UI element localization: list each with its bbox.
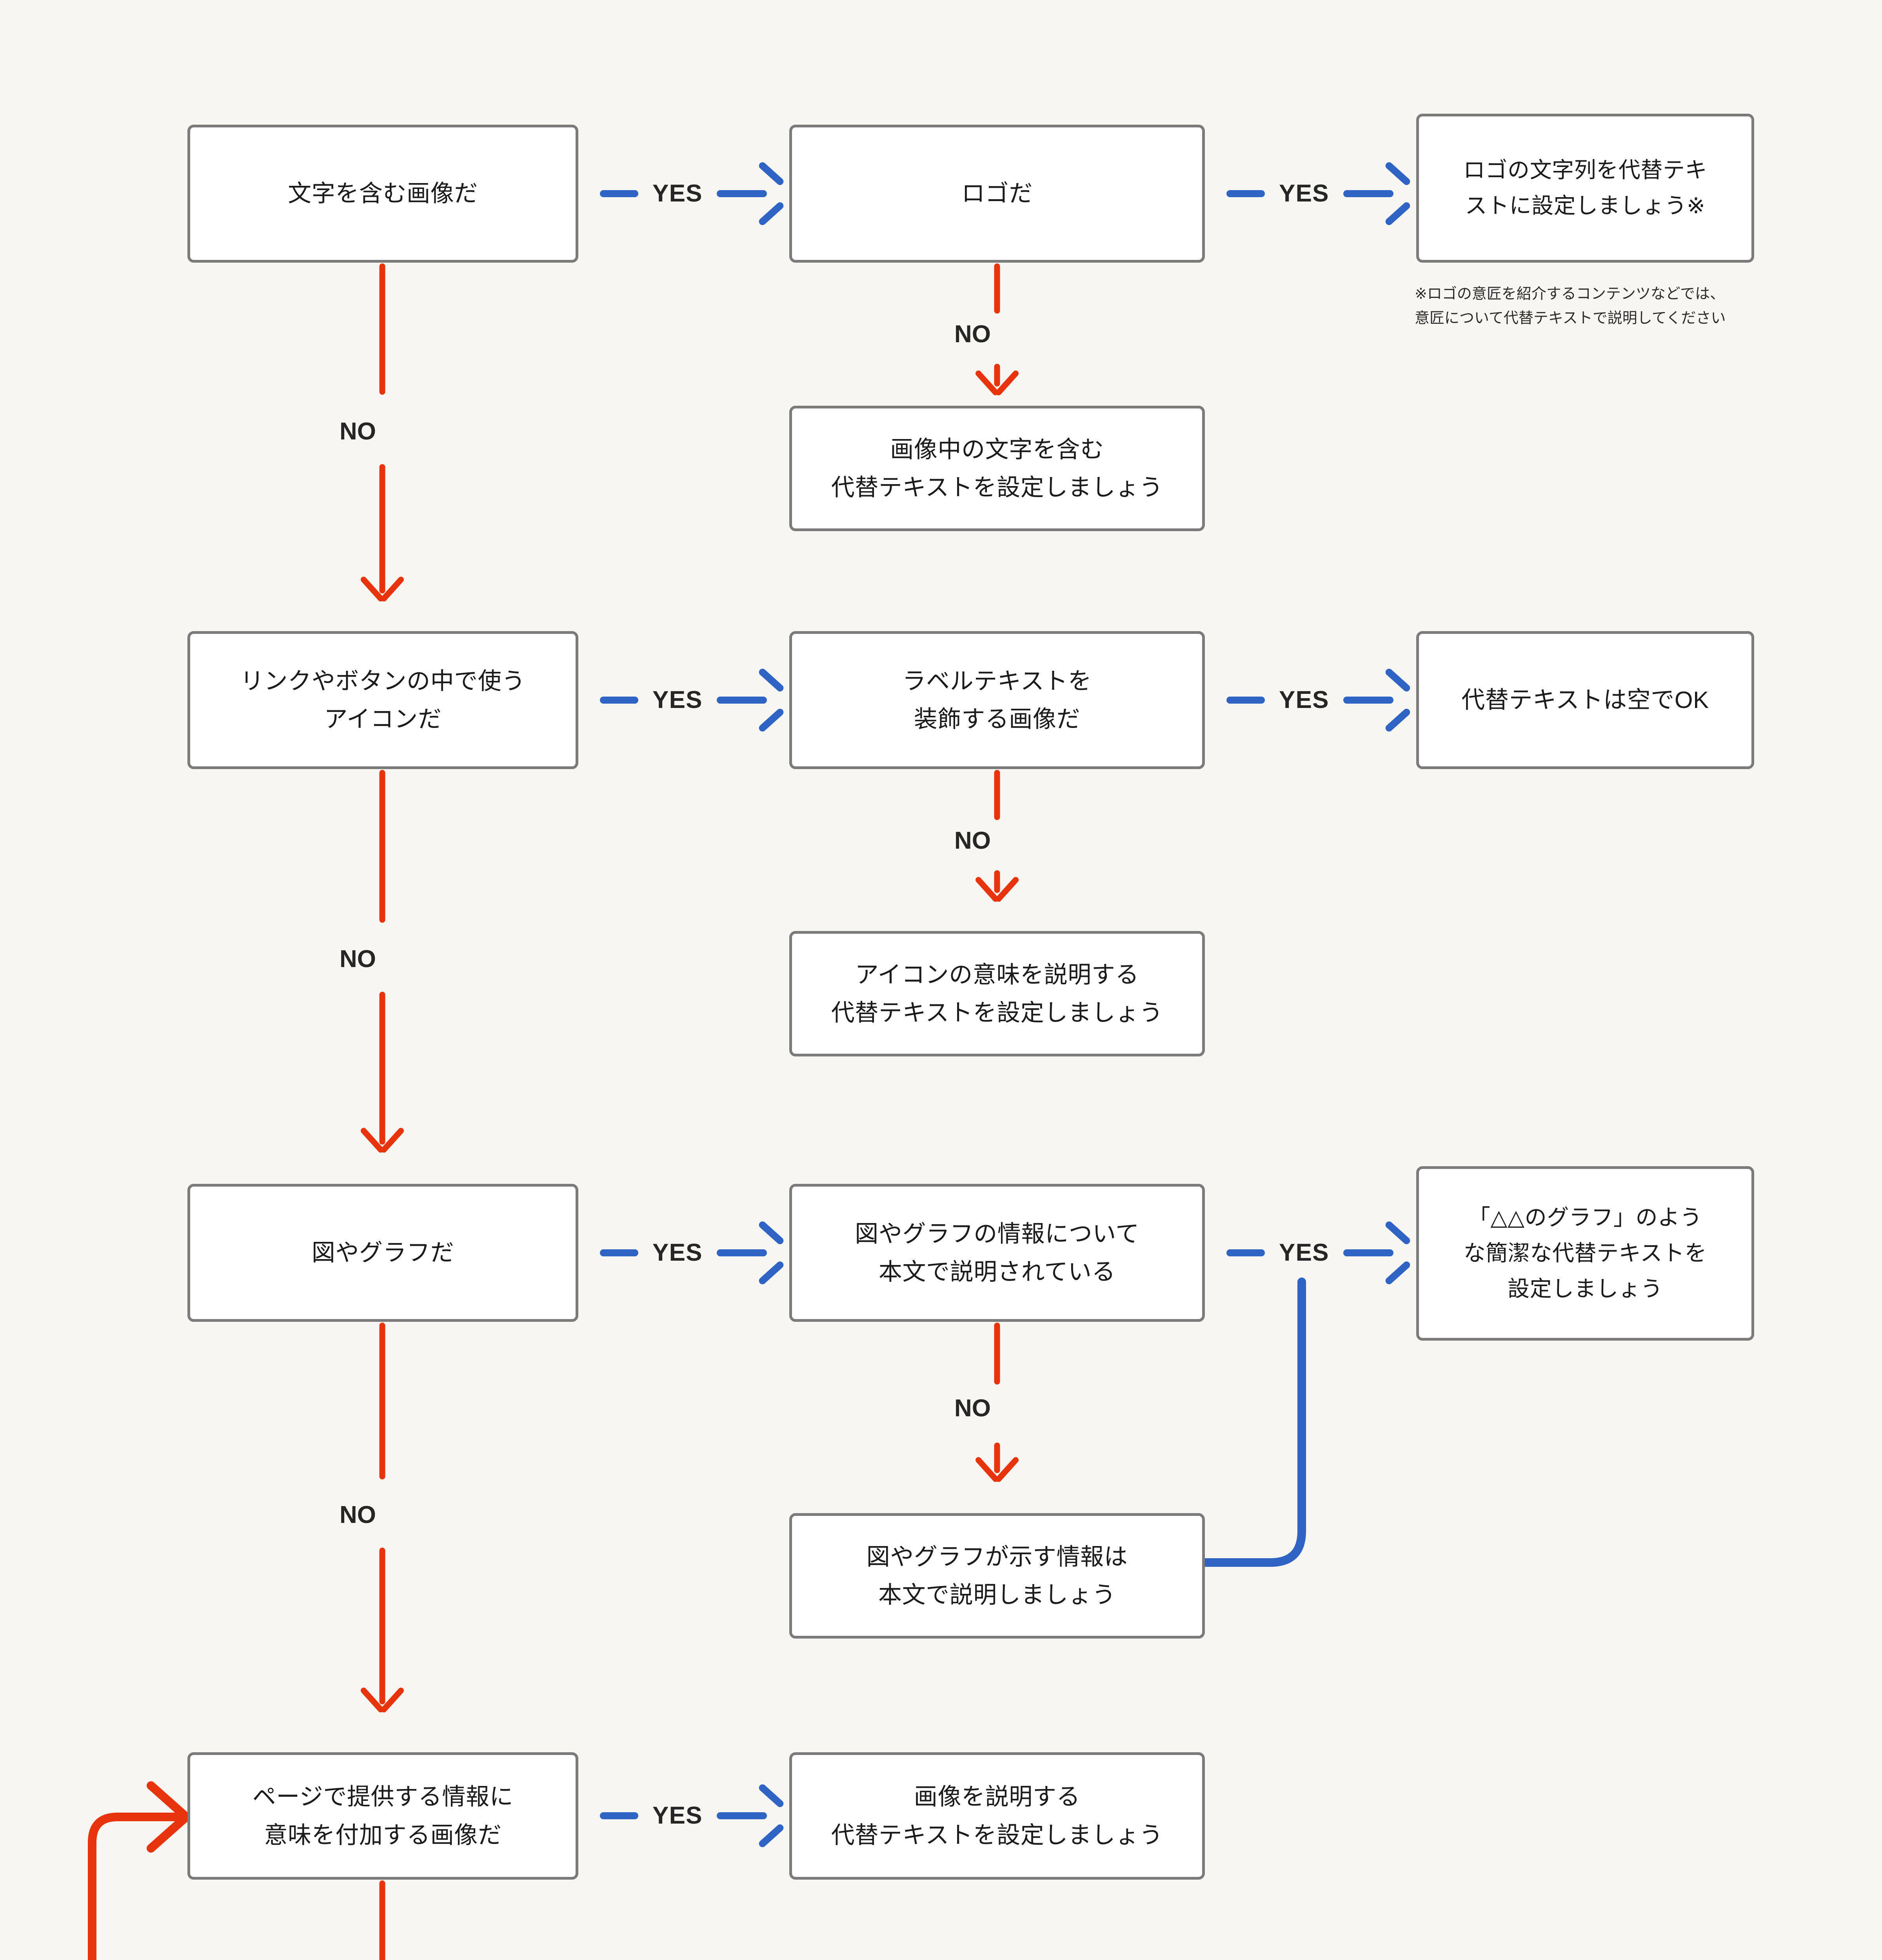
- no-label: NO: [954, 1395, 991, 1422]
- yes-arrow-icon: [716, 161, 785, 227]
- node-r1-middle[interactable]: ロゴだ: [789, 125, 1205, 263]
- no-connector-r1-middle: NO: [938, 263, 1056, 403]
- no-connector-r2-question: NO: [323, 770, 441, 1185]
- yes-connector-r3: YES: [600, 1220, 785, 1286]
- yes-dash-icon: [600, 190, 638, 197]
- yes-dash-icon: [600, 1249, 638, 1256]
- blue-merge-connector: [1201, 1278, 1306, 1567]
- node-r3-result[interactable]: 「△△のグラフ」のよう な簡潔な代替テキストを 設定しましょう: [1416, 1166, 1754, 1341]
- yes-label: YES: [652, 686, 703, 713]
- yes-arrow-icon: [716, 1220, 785, 1286]
- no-arrowhead-icon: [968, 1456, 1026, 1490]
- yes-label: YES: [652, 180, 703, 207]
- yes-label: YES: [652, 1239, 703, 1266]
- yes-arrow-icon: [1343, 161, 1412, 227]
- no-label: NO: [340, 418, 376, 445]
- no-connector-r1-question: NO: [323, 263, 441, 628]
- yes-arrow-icon: [716, 667, 785, 733]
- node-r4-result[interactable]: 画像を説明する 代替テキストを設定しましょう: [789, 1752, 1205, 1880]
- node-r2-question[interactable]: リンクやボタンの中で使う アイコンだ: [187, 631, 578, 769]
- no-label: NO: [954, 827, 991, 854]
- yes-label: YES: [1279, 1239, 1329, 1266]
- yes-dash-icon: [1226, 190, 1265, 197]
- node-r2-middle-no-result[interactable]: アイコンの意味を説明する 代替テキストを設定しましょう: [789, 931, 1205, 1056]
- no-label: NO: [340, 1501, 376, 1528]
- yes-connector-r2: YES: [600, 667, 785, 733]
- no-label: NO: [340, 946, 376, 973]
- node-r2-result[interactable]: 代替テキストは空でOK: [1416, 631, 1754, 769]
- yes-arrow-icon: [1343, 1220, 1412, 1286]
- no-connector-r3-middle: NO: [938, 1323, 1056, 1495]
- yes-connector-r3-middle: YES: [1226, 1220, 1412, 1286]
- yes-label: YES: [1279, 686, 1329, 713]
- no-arrowhead-icon: [968, 876, 1026, 909]
- node-r1-middle-no-result[interactable]: 画像中の文字を含む 代替テキストを設定しましょう: [789, 406, 1205, 531]
- yes-dash-icon: [600, 1812, 638, 1819]
- red-loopback-arrowhead: [147, 1781, 191, 1853]
- node-r1-question[interactable]: 文字を含む画像だ: [187, 125, 578, 263]
- no-arrowhead-icon: [353, 1686, 412, 1720]
- no-arrowhead-icon: [968, 369, 1026, 403]
- yes-connector-r1: YES: [600, 161, 785, 227]
- footnote-logo-note: ※ロゴの意匠を紹介するコンテンツなどでは、 意匠について代替テキストで説明してく…: [1415, 286, 1726, 327]
- no-arrowhead-icon: [353, 575, 412, 609]
- node-r4-question[interactable]: ページで提供する情報に 意味を付加する画像だ: [187, 1752, 578, 1880]
- yes-label: YES: [1279, 180, 1329, 207]
- no-connector-r4-question: NO: [323, 1880, 441, 1960]
- no-connector-r2-middle: NO: [938, 770, 1056, 909]
- yes-dash-icon: [600, 697, 638, 704]
- yes-connector-r4: YES: [600, 1783, 785, 1849]
- no-connector-r3-question: NO: [323, 1323, 441, 1750]
- yes-connector-r1-middle: YES: [1226, 161, 1412, 227]
- no-arrowhead-icon: [353, 1127, 412, 1160]
- yes-arrow-icon: [1343, 667, 1412, 733]
- node-r3-middle[interactable]: 図やグラフの情報について 本文で説明されている: [789, 1184, 1205, 1322]
- node-r2-middle[interactable]: ラベルテキストを 装飾する画像だ: [789, 631, 1205, 769]
- node-r1-result[interactable]: ロゴの文字列を代替テキ ストに設定しましょう※: [1416, 114, 1754, 263]
- yes-dash-icon: [1226, 1249, 1265, 1256]
- yes-dash-icon: [1226, 697, 1265, 704]
- yes-connector-r2-middle: YES: [1226, 667, 1412, 733]
- yes-arrow-icon: [716, 1783, 785, 1849]
- yes-label: YES: [652, 1802, 703, 1829]
- no-label: NO: [954, 321, 991, 348]
- node-r3-question[interactable]: 図やグラフだ: [187, 1184, 578, 1322]
- node-r3-middle-no-result[interactable]: 図やグラフが示す情報は 本文で説明しましょう: [789, 1513, 1205, 1639]
